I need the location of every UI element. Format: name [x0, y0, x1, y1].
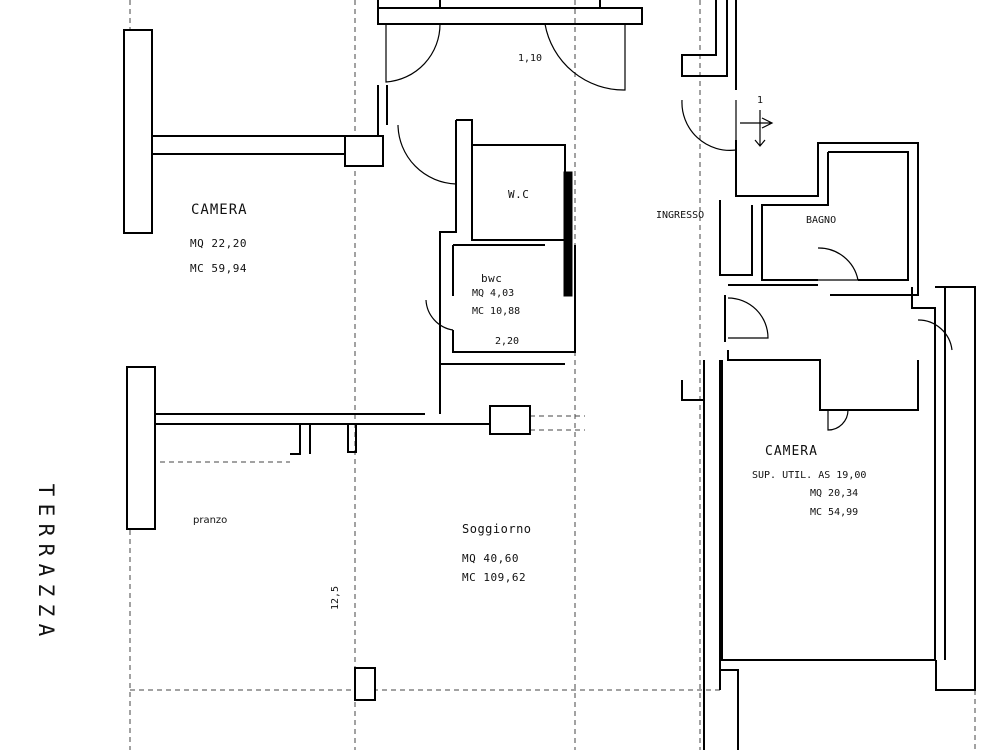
wall-camera-right — [681, 286, 976, 750]
pillar-camera — [344, 135, 384, 167]
soggiorno-mc: MC 109,62 — [462, 571, 527, 584]
bwc-mc: MC 10,88 — [472, 306, 521, 317]
height-dimension: 12,5 — [330, 585, 341, 610]
column-central — [489, 405, 531, 435]
ingresso-label: INGRESSO — [656, 210, 705, 221]
wall-ingresso — [681, 0, 919, 296]
wall-corridor-left — [377, 85, 388, 136]
camera-right-mq: MQ 20,34 — [810, 488, 859, 499]
grid-lines — [129, 0, 976, 750]
pranzo-label: pranzo — [193, 515, 228, 526]
wall-corridor-top — [377, 0, 643, 25]
wall-camera-bottom — [155, 413, 490, 425]
wall-soggiorno-posts — [290, 424, 357, 455]
soggiorno-title: Soggiorno — [462, 522, 532, 536]
camera-right-mc: MC 54,99 — [810, 507, 859, 518]
wall-ingresso-low — [724, 295, 919, 411]
camera-right-title: CAMERA — [765, 444, 818, 459]
wall-camera-top — [152, 135, 360, 155]
wall-left-lower — [126, 366, 156, 530]
corridor-dimension: 1,10 — [518, 53, 543, 64]
section-marker: 1 — [757, 95, 764, 106]
bwc-mq: MQ 4,03 — [472, 288, 515, 299]
section-marker-arrows — [740, 110, 774, 147]
camera-left-mq: MQ 22,20 — [190, 237, 247, 250]
wall-bwc — [439, 244, 576, 414]
camera-left-mc: MC 59,94 — [190, 262, 247, 275]
bwc-label: bwc — [481, 272, 503, 285]
wall-bagno — [719, 151, 909, 286]
door-swings — [385, 23, 953, 431]
bwc-dimension: 2,20 — [495, 336, 520, 347]
wall-left-upper — [123, 29, 153, 234]
soggiorno-mq: MQ 40,60 — [462, 552, 519, 565]
terrace-letter: A — [34, 623, 58, 637]
bagno-label: BAGNO — [806, 215, 837, 226]
wc-label: W.C — [508, 188, 530, 201]
wall-wc — [439, 119, 566, 365]
column-bottom — [354, 667, 376, 701]
camera-left-title: CAMERA — [191, 202, 248, 218]
partition-wc — [563, 171, 573, 297]
camera-right-sup: SUP. UTIL. AS 19,00 — [752, 470, 867, 481]
terrace-label: T E R R A Z Z A — [32, 480, 60, 640]
